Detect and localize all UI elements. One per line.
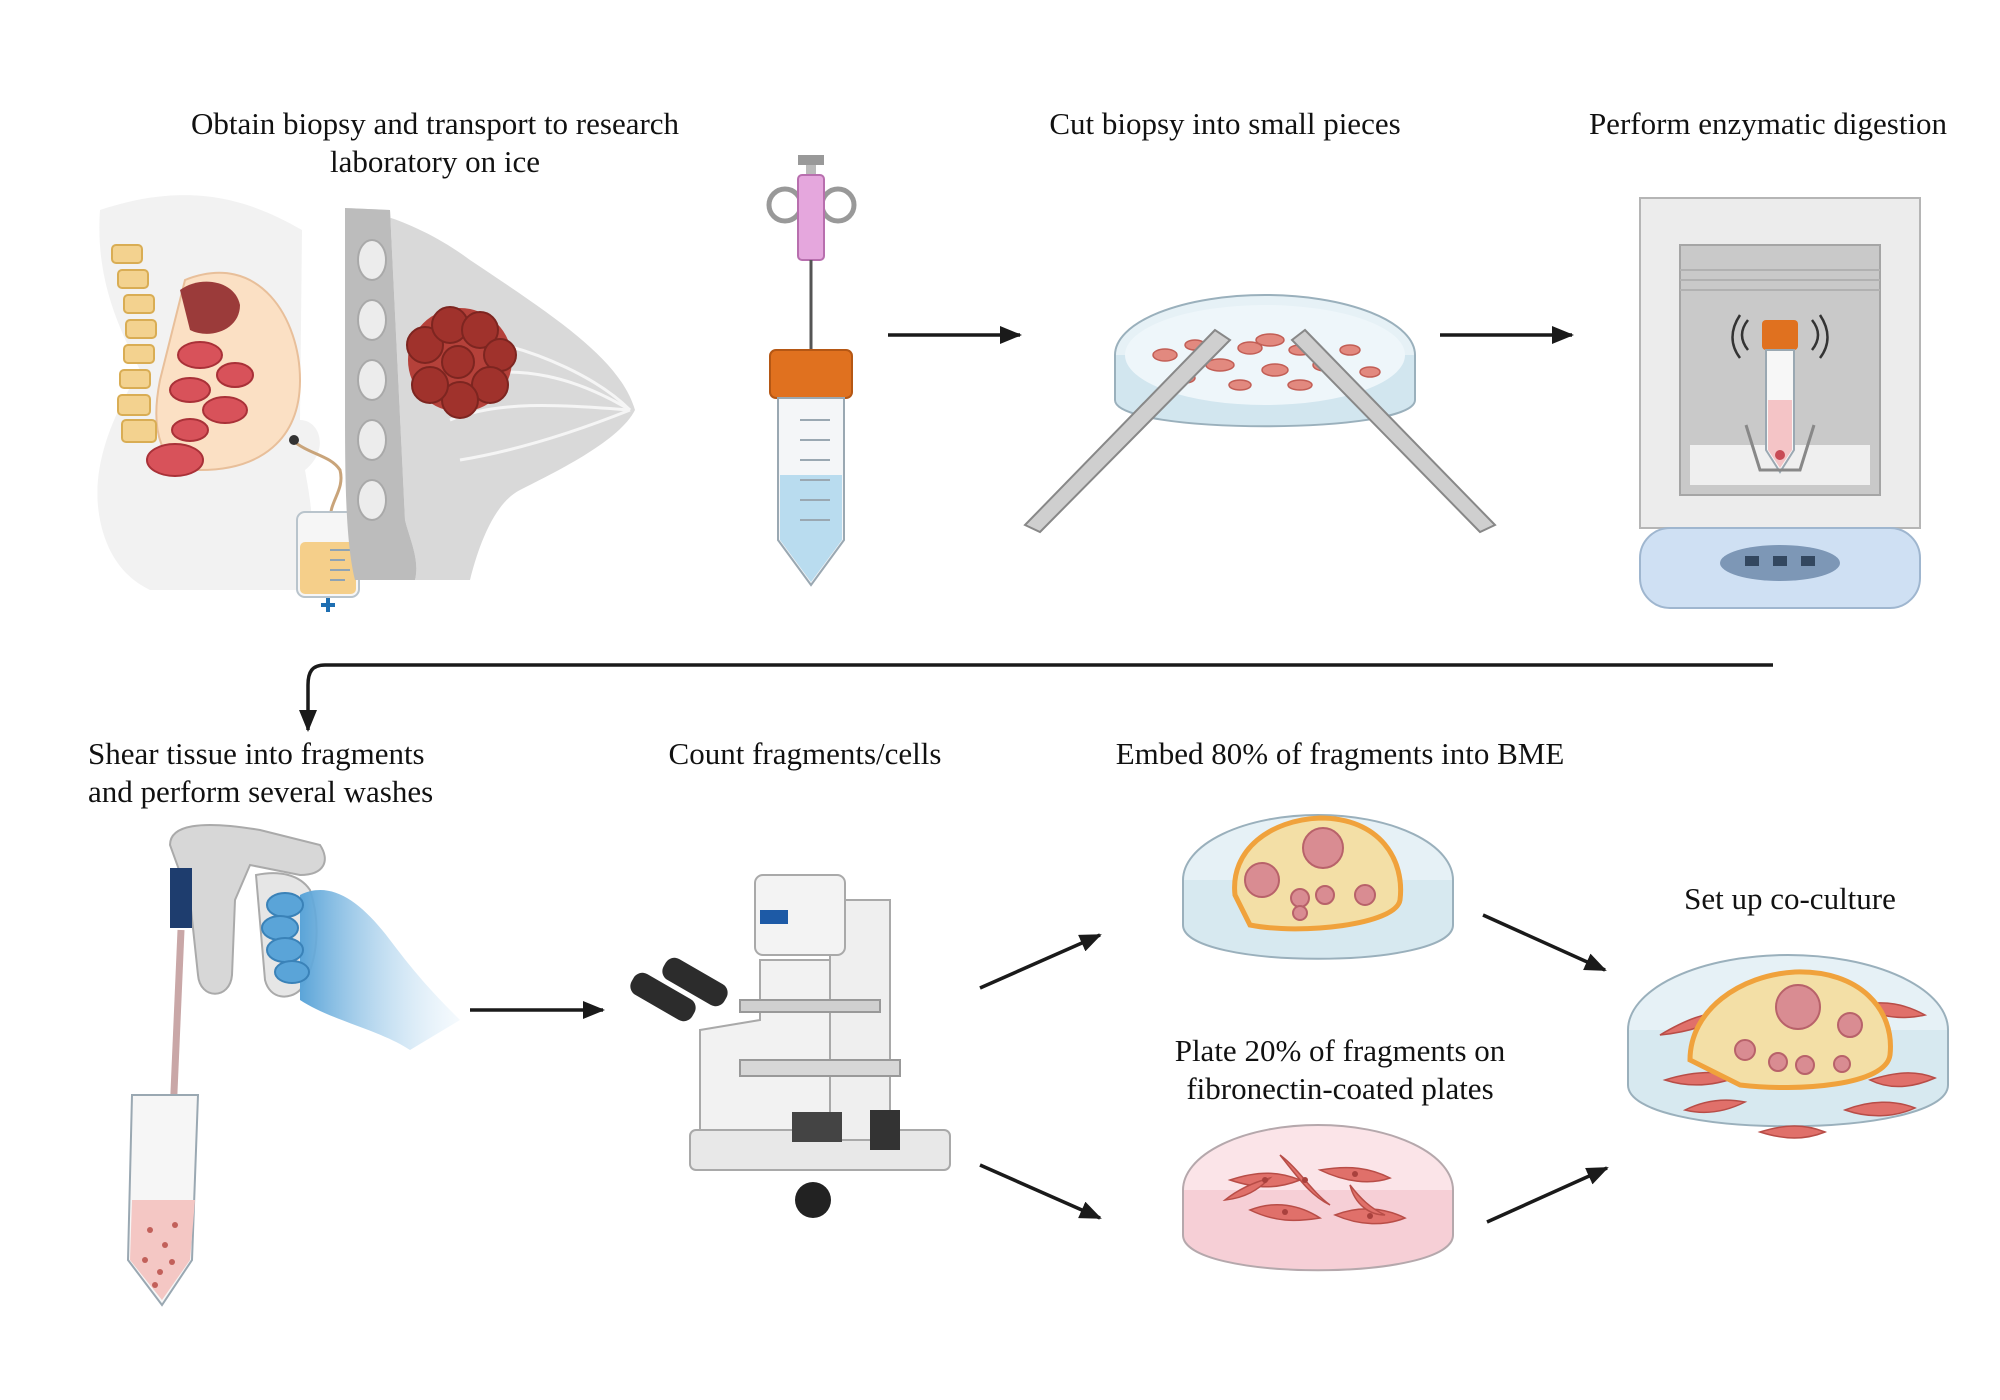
step-biopsy-label: Obtain biopsy and transport to research … (140, 105, 730, 181)
pipette-controller-icon (126, 824, 460, 1307)
step-biopsy-line2: laboratory on ice (329, 144, 541, 179)
step-plate-line2: fibronectin-coated plates (1186, 1071, 1494, 1106)
arrow-to-fibroblast (979, 1163, 1102, 1220)
coculture-dish-icon (1627, 954, 1949, 1139)
step-cut-label: Cut biopsy into small pieces (1049, 106, 1401, 141)
step-count-label: Count fragments/cells (668, 736, 942, 771)
step-shear-label: Shear tissue into fragments and perform … (88, 735, 488, 811)
petri-dish-scalpel-icon (1023, 294, 1497, 534)
bme-dish-icon (1182, 814, 1454, 960)
incubator-shaker-icon (1639, 197, 1921, 609)
tumor-mass (406, 306, 517, 419)
arrow-row-wrap (299, 663, 1773, 732)
step-plate-label: Plate 20% of fragments on fibronectin-co… (1110, 1032, 1570, 1108)
step-shear-line1: Shear tissue into fragments (88, 736, 425, 771)
arrow-fibroblast-to-coculture (1486, 1166, 1609, 1224)
arrow-to-bme (979, 933, 1102, 990)
step-digest-label: Perform enzymatic digestion (1588, 106, 1948, 141)
step-plate-line1: Plate 20% of fragments on (1174, 1033, 1506, 1068)
flow-arrows (299, 326, 1773, 1224)
microscope-icon (630, 874, 951, 1218)
fibroblast-dish-icon (1182, 1124, 1454, 1272)
arrow-bme-to-coculture (1482, 913, 1607, 972)
abdomen-drain-icon (97, 195, 360, 612)
step-coculture-label: Set up co-culture (1684, 881, 1896, 916)
step-embed-label: Embed 80% of fragments into BME (1115, 736, 1565, 771)
syringe-tube-icon (766, 155, 857, 587)
step-biopsy-line1: Obtain biopsy and transport to research (190, 106, 680, 141)
step-shear-line2: and perform several washes (88, 774, 434, 809)
breast-tumor-icon (345, 208, 635, 580)
